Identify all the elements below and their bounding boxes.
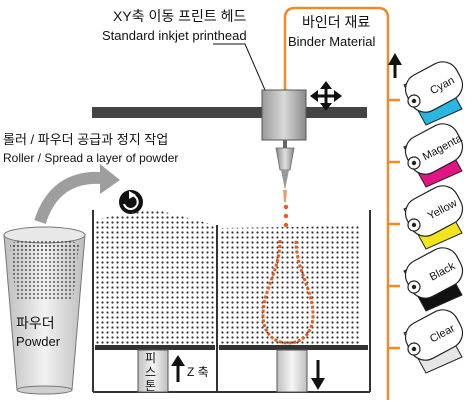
z-axis-label: Z 축 [187, 365, 209, 379]
roller-label-kr: 롤러 / 파우더 공급과 정지 작업 [3, 132, 168, 147]
ink-cartridge-yellow [403, 185, 464, 250]
ink-cartridge-clear [403, 309, 464, 374]
piston-char-3: 톤 [145, 379, 156, 393]
ink-cartridge-magenta [403, 123, 464, 188]
roller [119, 190, 143, 214]
ink-cartridge-black [403, 247, 464, 312]
printhead-label-kr: XY축 이동 프린트 헤드 [113, 8, 247, 24]
roller-label-en: Roller / Spread a layer of powder [3, 151, 178, 165]
xy-move-arrows-icon [310, 81, 342, 111]
gantry-rail [92, 107, 367, 118]
printhead-leader-line [213, 43, 266, 91]
binder-droplets [283, 204, 289, 228]
binder-label-en: Binder Material [288, 34, 376, 49]
binder-spray [283, 190, 287, 202]
feed-platform [95, 345, 215, 350]
build-platform [219, 345, 368, 350]
powder-feed-arrow [34, 171, 103, 225]
printhead-label-en: Standard inkjet printhead [102, 28, 247, 43]
printhead [261, 89, 307, 190]
printed-part [261, 239, 315, 345]
feed-piston [137, 349, 169, 393]
powder-feed-chamber [94, 208, 215, 345]
binder-label-kr: 바인더 재료 [302, 14, 370, 30]
up-arrow-icon [388, 53, 402, 78]
z-up-arrow-icon [171, 355, 185, 382]
powder-cup [3, 226, 86, 395]
piston-char-1: 피 [145, 351, 156, 365]
binder-feed-line [283, 6, 390, 400]
z-down-arrow-icon [311, 360, 325, 390]
powder-label-kr: 파우더 [16, 315, 55, 331]
ink-cartridge-cyan [403, 61, 464, 126]
piston-char-2: 스 [145, 365, 156, 379]
build-piston [276, 349, 308, 393]
powder-build-chamber [220, 226, 360, 345]
powder-feed-arrowhead [100, 164, 120, 194]
powder-label-en: Powder [16, 334, 61, 349]
